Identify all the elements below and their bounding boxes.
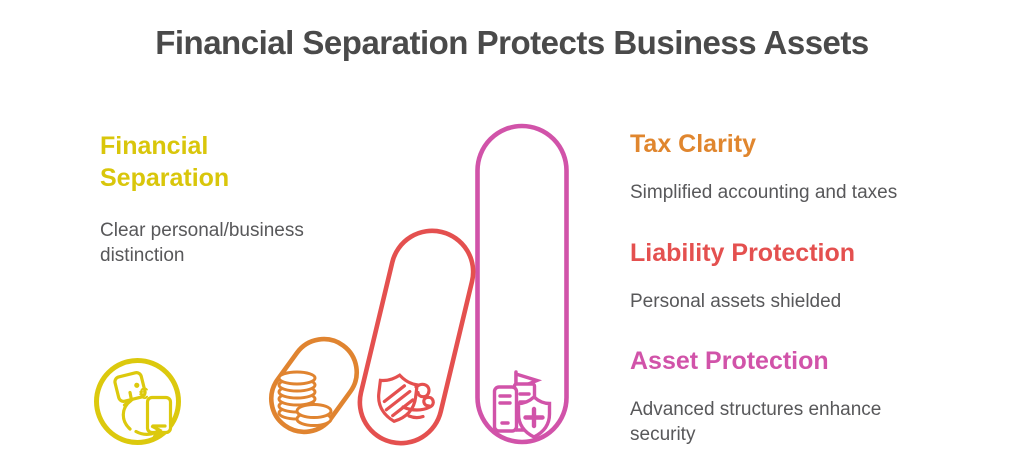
feature-heading-tax-clarity: Tax Clarity [630, 130, 756, 158]
svg-text:€: € [139, 384, 149, 403]
feature-description-tax-clarity: Simplified accounting and taxes [630, 182, 898, 203]
feature-heading-asset-protection: Asset Protection [630, 347, 829, 375]
building-phone-shield-plus-icon [492, 370, 552, 439]
feature-heading-liability-protection: Liability Protection [630, 239, 856, 267]
wallet-phone-exchange-icon: € [94, 358, 181, 445]
shield-wind-icon [377, 373, 435, 424]
feature-block-liability-protection: Liability Protection Personal assets shi… [630, 237, 940, 314]
capsule-tax-clarity [269, 336, 359, 435]
capsule-asset-protection [475, 123, 569, 445]
feature-description-asset-protection: Advanced structures enhance security [630, 399, 882, 445]
feature-heading-financial-separation: Financial Separation [100, 132, 230, 192]
page-title: Financial Separation Protects Business A… [155, 24, 869, 61]
feature-description-liability-protection: Personal assets shielded [630, 291, 842, 312]
coin-stack-icon [277, 370, 333, 427]
feature-block-tax-clarity: Tax Clarity Simplified accounting and ta… [630, 128, 940, 205]
capsule-liability-protection [357, 228, 476, 446]
feature-block-financial-separation: Financial Separation Clear personal/busi… [100, 130, 340, 268]
feature-block-asset-protection: Asset Protection Advanced structures enh… [630, 345, 940, 447]
feature-description-financial-separation: Clear personal/business distinction [100, 220, 304, 266]
